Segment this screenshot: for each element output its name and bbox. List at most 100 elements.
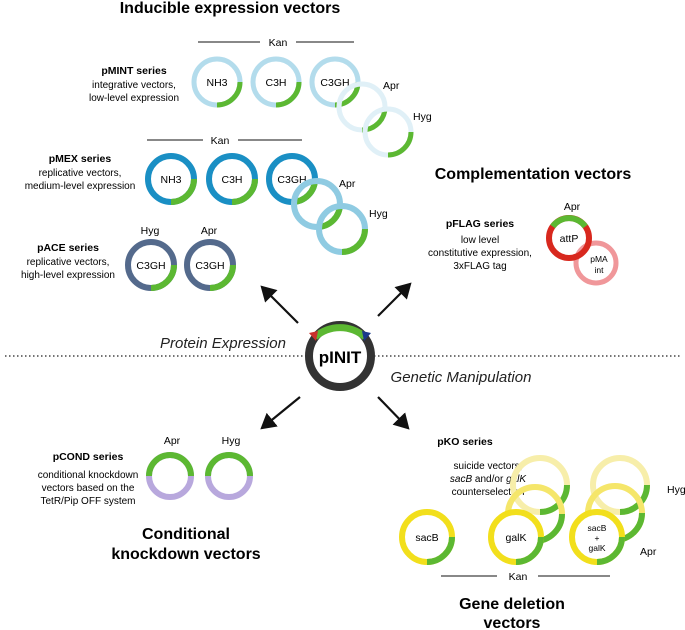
mint-plasmid-c3gh: C3GH xyxy=(309,56,361,108)
arrow-to-deletion xyxy=(377,396,410,430)
ko-desc-1: suicide vectors, xyxy=(454,461,523,472)
mex-label-c3gh: C3GH xyxy=(277,174,306,186)
mex-hyg-label: Hyg xyxy=(369,208,388,220)
mex-plasmid-c3h: C3H xyxy=(206,153,258,205)
ace-gene-hyg xyxy=(150,264,177,291)
ko-gene-combo xyxy=(596,536,625,565)
mex-gene-nh3 xyxy=(170,178,197,205)
ace-plasmid-apr: C3GH xyxy=(184,239,236,291)
mex-label-nh3: NH3 xyxy=(160,174,181,186)
pinit-insert xyxy=(312,324,368,340)
flag-attp-plasmid: attP xyxy=(546,215,592,261)
ko-desc-galk: galK xyxy=(506,474,527,485)
cond-plasmid-hyg xyxy=(205,452,253,500)
mex-plasmid-c3gh: C3GH xyxy=(266,153,318,205)
ace-plasmid-hyg: C3GH xyxy=(125,239,177,291)
flag-attp-gene xyxy=(550,215,588,229)
mint-plasmid-apr xyxy=(336,81,388,133)
ace-desc-2: high-level expression xyxy=(21,270,115,281)
ko-combo-label-2: + xyxy=(595,533,600,543)
ace-apr-label: Apr xyxy=(201,225,218,237)
ko-plasmid-combo: sacB + galK xyxy=(569,509,625,565)
ko-desc-2: sacB and/or galK xyxy=(450,474,528,485)
genetic-manipulation-label: Genetic Manipulation xyxy=(391,369,532,386)
complementation-title: Complementation vectors xyxy=(435,166,632,183)
ko-plasmid-sacb: sacB xyxy=(399,509,455,565)
arrow-to-complementation xyxy=(377,282,412,317)
ko-series-title: pKO series xyxy=(437,436,493,448)
mex-kan-label: Kan xyxy=(211,135,230,147)
flag-series-title: pFLAG series xyxy=(446,218,514,230)
mint-gene-c3h xyxy=(275,81,302,108)
mint-apr-label: Apr xyxy=(383,80,400,92)
mex-plasmid-hyg xyxy=(316,203,368,255)
mint-plasmid-hyg xyxy=(362,106,414,158)
mex-gene-c3h xyxy=(231,178,258,205)
mex-series-title: pMEX series xyxy=(49,153,112,165)
mex-gene-hyg xyxy=(341,228,368,255)
ko-title-1: Gene deletion xyxy=(459,596,565,613)
cond-desc-1: conditional knockdown xyxy=(38,470,139,481)
mint-desc-1: integrative vectors, xyxy=(92,80,176,91)
mint-gene-hyg xyxy=(387,131,414,158)
ko-desc-3: counterselection xyxy=(452,487,525,498)
cond-series-title: pCOND series xyxy=(53,451,124,463)
mex-label-c3h: C3H xyxy=(221,174,242,186)
mint-label-c3gh: C3GH xyxy=(320,77,349,89)
ko-desc-andor: and/or xyxy=(472,474,506,485)
flag-apr-label: Apr xyxy=(564,201,581,213)
ace-label-1: C3GH xyxy=(136,260,165,272)
pinit-label: pINIT xyxy=(319,348,362,367)
mex-desc-2: medium-level expression xyxy=(25,181,136,192)
flag-desc-1: low level xyxy=(461,235,499,246)
cond-gene-hyg xyxy=(205,452,253,477)
ko-plasmid-galk: galK xyxy=(488,509,544,565)
ko-gene-galk xyxy=(515,536,544,565)
ko-hyg-label: Hyg xyxy=(667,484,685,496)
mint-plasmid-nh3: NH3 xyxy=(191,56,243,108)
cond-desc-2: vectors based on the xyxy=(42,483,135,494)
cond-hyg-label: Hyg xyxy=(222,435,241,447)
mex-plasmid-nh3: NH3 xyxy=(145,153,197,205)
arrow-to-conditional xyxy=(260,396,301,430)
ko-desc-sacb: sacB xyxy=(450,474,473,485)
arrow-to-inducible xyxy=(260,285,299,324)
cond-title-2: knockdown vectors xyxy=(111,546,260,563)
ko-combo-label-3: galK xyxy=(588,543,605,553)
pinit-left-site xyxy=(309,331,318,341)
ace-desc-1: replicative vectors, xyxy=(27,257,110,268)
ace-hyg-label: Hyg xyxy=(141,225,160,237)
ko-label-sacb: sacB xyxy=(415,532,438,544)
flag-desc-3: 3xFLAG tag xyxy=(453,261,506,272)
mex-plasmid-apr xyxy=(291,178,343,230)
cond-desc-3: TetR/Pip OFF system xyxy=(40,496,135,507)
pinit-plasmid: pINIT xyxy=(305,321,375,391)
mint-series-title: pMINT series xyxy=(101,65,167,77)
flag-desc-2: constitutive expression, xyxy=(428,248,532,259)
cond-title-1: Conditional xyxy=(142,526,230,543)
ko-title-2: vectors xyxy=(484,615,541,630)
mint-kan-label: Kan xyxy=(269,37,288,49)
mint-label-c3h: C3H xyxy=(265,77,286,89)
ace-gene-apr xyxy=(209,264,236,291)
mint-plasmid-c3h: C3H xyxy=(250,56,302,108)
ko-kan-label: Kan xyxy=(509,571,528,583)
mint-gene-nh3 xyxy=(216,81,243,108)
flag-attp-label: attP xyxy=(560,233,579,245)
ko-combo-label-1: sacB xyxy=(588,523,607,533)
mint-label-nh3: NH3 xyxy=(206,77,227,89)
ace-series-title: pACE series xyxy=(37,242,99,254)
ko-apr-label: Apr xyxy=(640,546,657,558)
mint-hyg-label: Hyg xyxy=(413,111,432,123)
cond-apr-label: Apr xyxy=(164,435,181,447)
ace-label-2: C3GH xyxy=(195,260,224,272)
cond-plasmid-apr xyxy=(146,452,194,500)
flag-pmaint-label-1: pMA xyxy=(590,254,608,264)
cond-gene-apr xyxy=(146,452,194,477)
protein-expression-label: Protein Expression xyxy=(160,335,286,352)
mex-apr-label: Apr xyxy=(339,178,356,190)
ko-gene-sacb xyxy=(426,536,455,565)
mint-desc-2: low-level expression xyxy=(89,93,179,104)
mex-desc-1: replicative vectors, xyxy=(39,168,122,179)
